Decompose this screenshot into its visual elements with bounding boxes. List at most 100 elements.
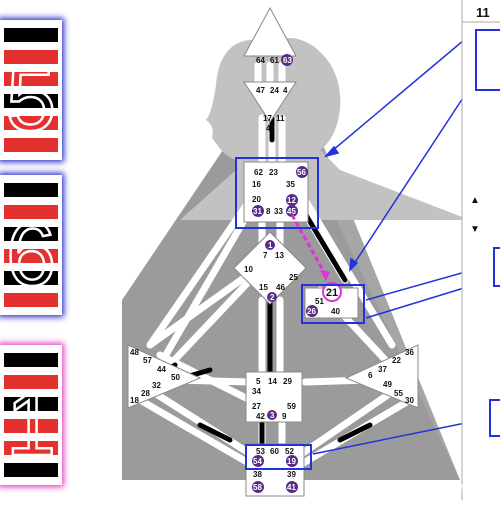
hexagram-1-line-4: [4, 419, 58, 433]
gate-17: 17: [263, 114, 272, 123]
scroll-down-arrow[interactable]: ▼: [470, 224, 480, 235]
gate-45: 45: [287, 207, 296, 216]
ajna-center: [243, 81, 297, 123]
gate-51: 51: [315, 297, 324, 306]
gate-61: 61: [270, 56, 279, 65]
hexagram-1-line-1: [4, 353, 58, 367]
gate-21: 21: [326, 287, 338, 299]
gate-59: 59: [287, 402, 296, 411]
gate-22: 22: [392, 356, 401, 365]
gate-24: 24: [270, 86, 279, 95]
gate-53: 53: [256, 447, 265, 456]
hexagram-6-lines: 6: [4, 183, 58, 307]
gate-55: 55: [394, 389, 403, 398]
gate-23: 23: [269, 168, 278, 177]
hexagram-1-line-2: [4, 375, 58, 389]
gate-30: 30: [405, 396, 414, 405]
gate-60: 60: [270, 447, 279, 456]
hexagram-1-lines: 1: [4, 353, 58, 477]
solar-plexus-center: [344, 344, 419, 409]
panel-box-top: [475, 29, 500, 91]
gate-58: 58: [253, 483, 262, 492]
hexagram-5-line-3: [4, 72, 58, 86]
spleen-center: [127, 344, 202, 409]
gate-11: 11: [276, 114, 285, 123]
gate-20: 20: [252, 195, 261, 204]
hexagram-1-number: 1: [6, 375, 56, 475]
hexagram-5-line-2: [4, 50, 58, 64]
gate-64: 64: [256, 56, 265, 65]
panel-box-bottom: [489, 399, 500, 437]
gate-62: 62: [254, 168, 263, 177]
hexagram-5-line-6: [4, 138, 58, 152]
gate-35: 35: [286, 180, 295, 189]
gate-13: 13: [275, 251, 284, 260]
gate-36: 36: [405, 348, 414, 357]
hexagram-6-line-2: [4, 205, 58, 219]
gate-38: 38: [253, 470, 262, 479]
gate-56: 56: [297, 168, 306, 177]
credit-text: Sergei Mavlat: [420, 483, 487, 495]
hexagram-5-line-4: [4, 94, 58, 108]
activated-gate-dots: [252, 54, 318, 493]
gate-14: 14: [268, 377, 277, 386]
hexagram-6-line-4: [4, 249, 58, 263]
gate-52: 52: [285, 447, 294, 456]
gate-40: 40: [331, 307, 340, 316]
hexagram-6-line-1: [4, 183, 58, 197]
gate-1: 1: [268, 241, 273, 250]
arrow-head: [320, 270, 330, 281]
gate-21-highlight: [322, 282, 342, 302]
hexagram-1-line-6: [4, 463, 58, 477]
gate-27: 27: [252, 402, 261, 411]
hexagram-1-line-3: [4, 397, 58, 411]
gate-12: 12: [287, 196, 296, 205]
gate-7: 7: [263, 251, 268, 260]
gate-63: 63: [283, 56, 292, 65]
gate-25: 25: [289, 273, 298, 282]
gate-5: 5: [256, 377, 261, 386]
hexagram-6-card: 6: [0, 175, 62, 315]
hexagram-1-card: 1: [0, 345, 62, 485]
hexagram-5-number: 5: [6, 50, 56, 150]
gate-8: 8: [266, 207, 271, 216]
activation-arrow: [290, 214, 326, 273]
highlight-boxes: [235, 157, 365, 470]
gate-37: 37: [378, 365, 387, 374]
gate-26: 26: [307, 307, 316, 316]
gate-31: 31: [253, 207, 262, 216]
scroll-up-arrow[interactable]: ▲: [470, 195, 480, 206]
hexagram-6-line-5: [4, 271, 58, 285]
gate-9: 9: [282, 412, 287, 421]
gate-18: 18: [130, 396, 139, 405]
gate-29: 29: [283, 377, 292, 386]
hexagram-5-line-1: [4, 28, 58, 42]
gate-10: 10: [244, 265, 253, 274]
gate-2: 2: [270, 293, 275, 302]
g-center: [233, 231, 307, 305]
gate-44: 44: [157, 365, 166, 374]
head-center: [243, 6, 297, 57]
gate-43: 43: [266, 124, 275, 133]
gate-49: 49: [383, 380, 392, 389]
gate-16: 16: [252, 180, 261, 189]
hexagram-6-number: 6: [6, 205, 56, 305]
gate-46: 46: [276, 283, 285, 292]
gate-32: 32: [152, 381, 161, 390]
gate-34: 34: [252, 387, 261, 396]
gate-57: 57: [143, 356, 152, 365]
gate-15: 15: [259, 283, 268, 292]
gate-50: 50: [171, 373, 180, 382]
hexagram-5-line-5: [4, 116, 58, 130]
gate-3: 3: [270, 411, 275, 420]
gate-19: 19: [287, 457, 296, 466]
gate-33: 33: [274, 207, 283, 216]
panel-header: 11: [476, 5, 490, 20]
panel-box-middle: [493, 247, 500, 287]
gate-6: 6: [368, 371, 373, 380]
hexagram-6-line-6: [4, 293, 58, 307]
gate-48: 48: [130, 348, 139, 357]
gate-4: 4: [283, 86, 288, 95]
gate-54: 54: [253, 457, 262, 466]
